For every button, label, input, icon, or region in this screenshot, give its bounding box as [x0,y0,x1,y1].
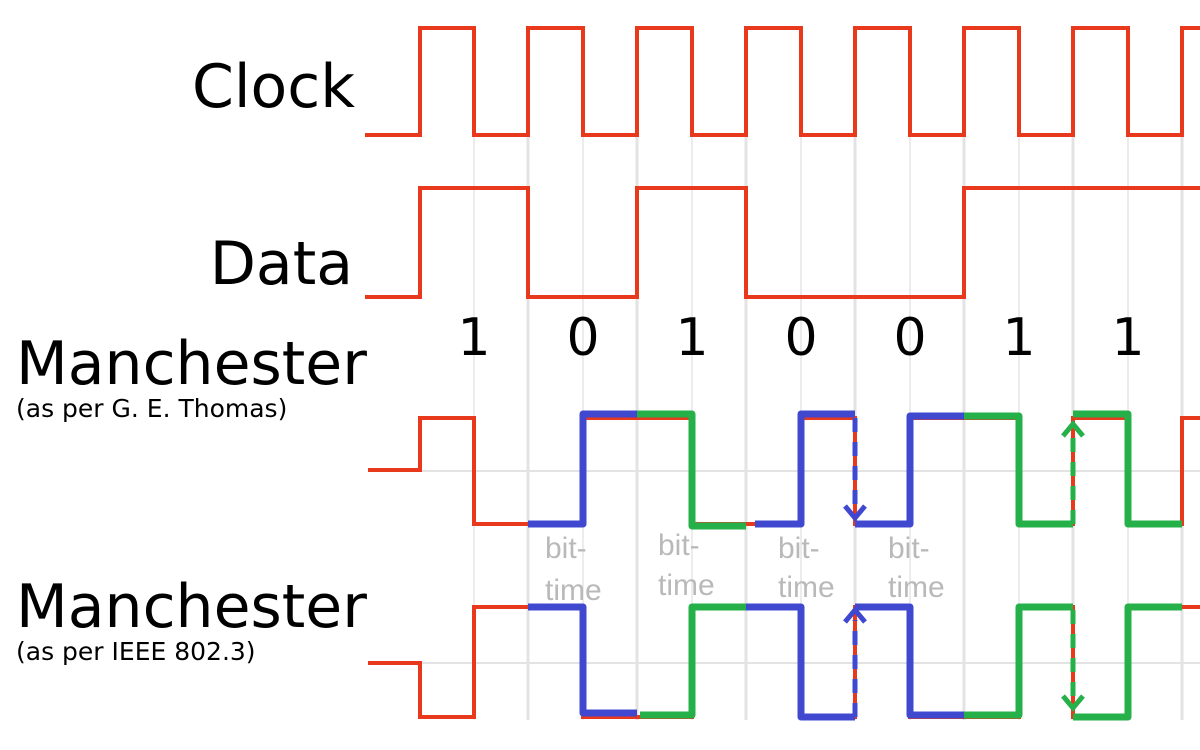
manchester-thomas-highlights [528,410,1182,530]
bit-value: 0 [893,308,926,368]
blue-bit-highlight [746,603,855,721]
bit-value: 1 [675,308,708,368]
manchester-ieee-label: Manchester [16,572,367,642]
bit-value: 0 [566,308,599,368]
green-bit-highlight [637,410,746,530]
manchester-thomas-label: Manchester [16,329,367,399]
blue-bit-highlight [755,410,855,528]
blue-bit-highlight [855,412,964,528]
data-waveform [365,186,1200,299]
manchester-ieee-sublabel: (as per IEEE 802.3) [16,637,256,666]
green-bit-highlight [640,603,746,719]
arrow-down-icon [843,504,867,522]
bit-time-label-line1: bit- [778,532,820,565]
clock-label: Clock [192,52,355,122]
bit-time-annotations: bit- time bit- time bit- time bit- time [545,529,945,607]
green-bit-highlight [1073,410,1182,528]
arrow-up-icon [1061,420,1085,438]
bit-time-label-line1: bit- [888,532,930,565]
bit-time-label-line2: time [658,569,715,602]
blue-bit-highlight [528,603,637,717]
bit-time-label-line1: bit- [545,532,587,565]
manchester-thomas-sublabel: (as per G. E. Thomas) [16,394,287,423]
bit-value: 0 [784,308,817,368]
bit-time-label-line2: time [545,574,602,607]
bit-value: 1 [1002,308,1035,368]
bit-time-label-line2: time [778,571,835,604]
green-bit-highlight [964,603,1073,719]
bit-values: 1 0 1 0 0 1 1 [457,308,1144,368]
manchester-ieee-highlights [528,603,1182,721]
blue-bit-highlight [528,410,637,528]
blue-bit-highlight [855,603,964,719]
green-bit-highlight [1073,603,1182,721]
green-bit-highlight [964,412,1073,528]
bit-time-label-line1: bit- [658,529,700,562]
manchester-thomas-arrows [843,418,1085,524]
arrow-up-icon [843,606,867,624]
clock-waveform [365,26,1200,137]
timing-grid [420,135,1200,720]
bit-time-label-line2: time [888,571,945,604]
arrow-down-icon [1061,694,1085,712]
data-label: Data [210,229,353,299]
bit-value: 1 [1111,308,1144,368]
manchester-ieee-arrows [843,606,1085,717]
bit-value: 1 [457,308,490,368]
